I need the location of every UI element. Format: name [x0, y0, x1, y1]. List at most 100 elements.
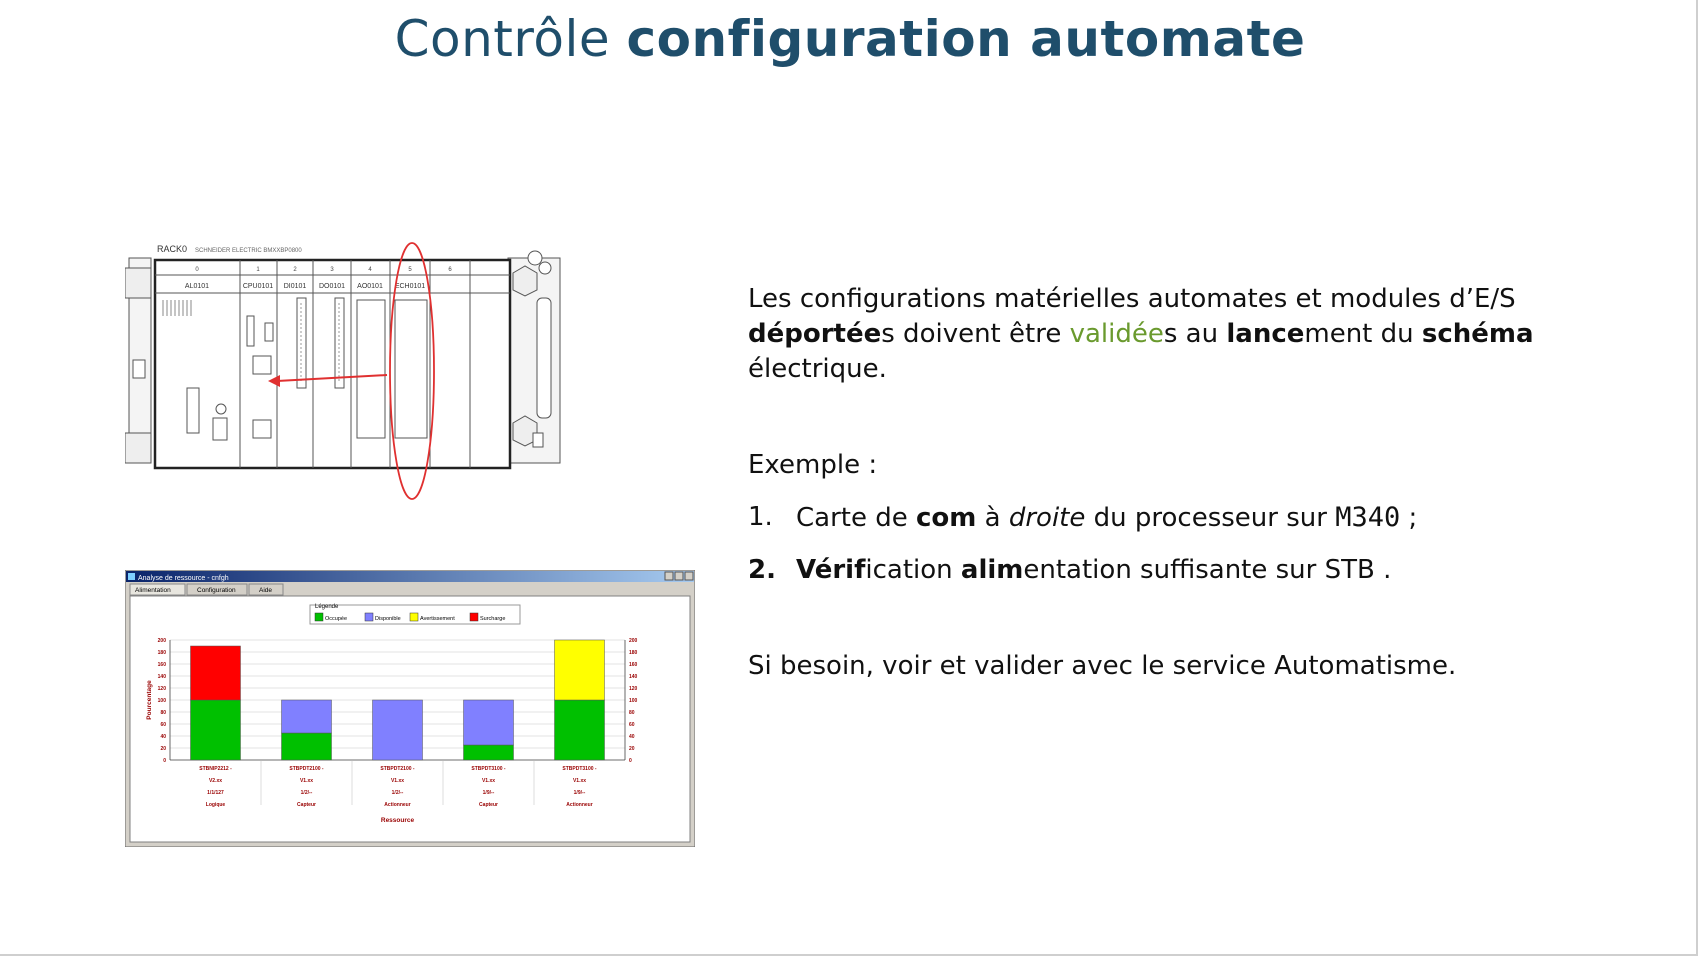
list-number: 2. — [748, 555, 776, 585]
list-item-2: 2. Vérification alimentation suffisante … — [748, 553, 1668, 588]
legend-label: Surcharge — [480, 616, 505, 622]
plc-rack-diagram: RACK0 SCHNEIDER ELECTRIC BMXXBP0800 0 1 … — [125, 242, 561, 500]
legend-swatch — [409, 612, 419, 622]
tab-aide-label: Aide — [259, 587, 272, 594]
bar-segment — [554, 639, 605, 701]
text-run: du processeur sur — [1085, 503, 1336, 533]
text-run: entation suffisante sur STB . — [1023, 555, 1392, 585]
module-label: AL0101 — [185, 283, 209, 290]
maximize-button[interactable] — [674, 571, 684, 581]
window-app-icon — [128, 573, 135, 580]
y-tick-label-right: 60 — [629, 722, 635, 728]
bar-segment — [281, 699, 332, 734]
text-run: ment du — [1304, 319, 1422, 349]
x-tick-label: Capteur — [479, 802, 498, 808]
y-tick-label: 140 — [158, 674, 167, 680]
x-tick-label: 1/9/-- — [483, 790, 495, 796]
module-label: CPU0101 — [243, 283, 273, 290]
x-axis-label: Ressource — [381, 817, 415, 824]
x-tick-label: V1.xx — [482, 778, 495, 784]
y-tick-label-right: 0 — [629, 758, 632, 764]
bar-segment — [554, 699, 605, 761]
y-tick-label: 20 — [160, 746, 166, 752]
legend-label: Disponible — [375, 616, 401, 622]
text-run: s doivent être — [881, 319, 1070, 349]
intro-paragraph: Les configurations matérielles automates… — [748, 282, 1668, 387]
list-number: 1. — [748, 502, 773, 532]
resource-analysis-window: Analyse de ressource - cnfgh Alimentatio… — [125, 570, 695, 847]
x-tick-label: 1/2/-- — [301, 790, 313, 796]
y-tick-label: 180 — [158, 650, 167, 656]
example-heading: Exemple : — [748, 450, 878, 480]
x-tick-label: V2.xx — [209, 778, 222, 784]
tab-alimentation[interactable] — [129, 583, 186, 596]
y-tick-label: 200 — [158, 638, 167, 644]
bar-segment — [463, 699, 514, 746]
legend-label: Occupée — [325, 616, 347, 622]
x-tick-label: V1.xx — [573, 778, 586, 784]
title-part-2: configuration automate — [626, 10, 1306, 68]
text-run: à — [976, 503, 1009, 533]
y-tick-label: 120 — [158, 686, 167, 692]
intro-line-1: Les configurations matérielles automates… — [748, 284, 1516, 314]
slot-number: 5 — [408, 267, 412, 273]
tab-aide[interactable] — [248, 583, 284, 596]
text-run: Carte de — [796, 503, 916, 533]
rack-brand: SCHNEIDER ELECTRIC BMXXBP0800 — [195, 248, 302, 254]
window-titlebar — [126, 571, 694, 582]
bar-segment — [190, 645, 241, 701]
slot-number: 2 — [293, 267, 297, 273]
x-tick-label: 1/2/-- — [392, 790, 404, 796]
y-tick-label: 100 — [158, 698, 167, 704]
emphasis: lance — [1226, 319, 1305, 349]
tab-configuration[interactable] — [186, 583, 248, 596]
module-label: DI0101 — [284, 283, 307, 290]
text-run: électrique. — [748, 354, 887, 384]
emphasis: Vérif — [796, 555, 866, 585]
list-item-1: 1. Carte de com à droite du processeur s… — [748, 500, 1668, 536]
y-tick-label-right: 120 — [629, 686, 638, 692]
highlight-ellipse — [389, 242, 435, 500]
close-button[interactable] — [684, 571, 694, 581]
text-run: s au — [1163, 319, 1227, 349]
y-tick-label-right: 100 — [629, 698, 638, 704]
x-tick-label: 1/9/-- — [574, 790, 586, 796]
emphasis: déportée — [748, 319, 882, 349]
y-tick-label: 60 — [160, 722, 166, 728]
closing-paragraph: Si besoin, voir et valider avec le servi… — [748, 651, 1457, 681]
italic-text: droite — [1008, 503, 1086, 533]
list-item-2-text: Vérification alimentation suffisante sur… — [796, 553, 1391, 588]
x-tick-label: Actionneur — [566, 802, 592, 808]
y-tick-label-right: 40 — [629, 734, 635, 740]
slot-number: 3 — [330, 267, 334, 273]
slot-number: 1 — [256, 267, 260, 273]
minimize-button[interactable] — [664, 571, 674, 581]
y-tick-label-right: 180 — [629, 650, 638, 656]
y-tick-label-right: 140 — [629, 674, 638, 680]
slot-number: 0 — [195, 267, 199, 273]
slot-number: 6 — [448, 267, 452, 273]
legend-label: Avertissement — [420, 616, 455, 622]
y-tick-label: 40 — [160, 734, 166, 740]
x-tick-label: STBPDT3100 - — [562, 766, 597, 772]
window-title: Analyse de ressource - cnfgh — [138, 575, 229, 582]
y-tick-label: 80 — [160, 710, 166, 716]
module-label: ECH0101 — [395, 283, 425, 290]
text-run: ; — [1400, 503, 1418, 533]
y-tick-label-right: 160 — [629, 662, 638, 668]
annotation-arrow — [276, 374, 388, 382]
x-tick-label: V1.xx — [391, 778, 404, 784]
x-tick-label: Logique — [206, 802, 226, 808]
title-part-1: Contrôle — [394, 10, 627, 68]
x-tick-label: 1/1/127 — [207, 790, 224, 796]
x-tick-label: Capteur — [297, 802, 316, 808]
monospace-text: M340 — [1335, 502, 1401, 533]
bar-segment — [372, 699, 423, 761]
tab-alimentation-label: Alimentation — [135, 587, 171, 594]
emphasis: com — [916, 503, 977, 533]
x-tick-label: V1.xx — [300, 778, 313, 784]
y-tick-label: 0 — [163, 758, 166, 764]
text-run: ication — [865, 555, 961, 585]
tab-configuration-label: Configuration — [197, 587, 236, 594]
